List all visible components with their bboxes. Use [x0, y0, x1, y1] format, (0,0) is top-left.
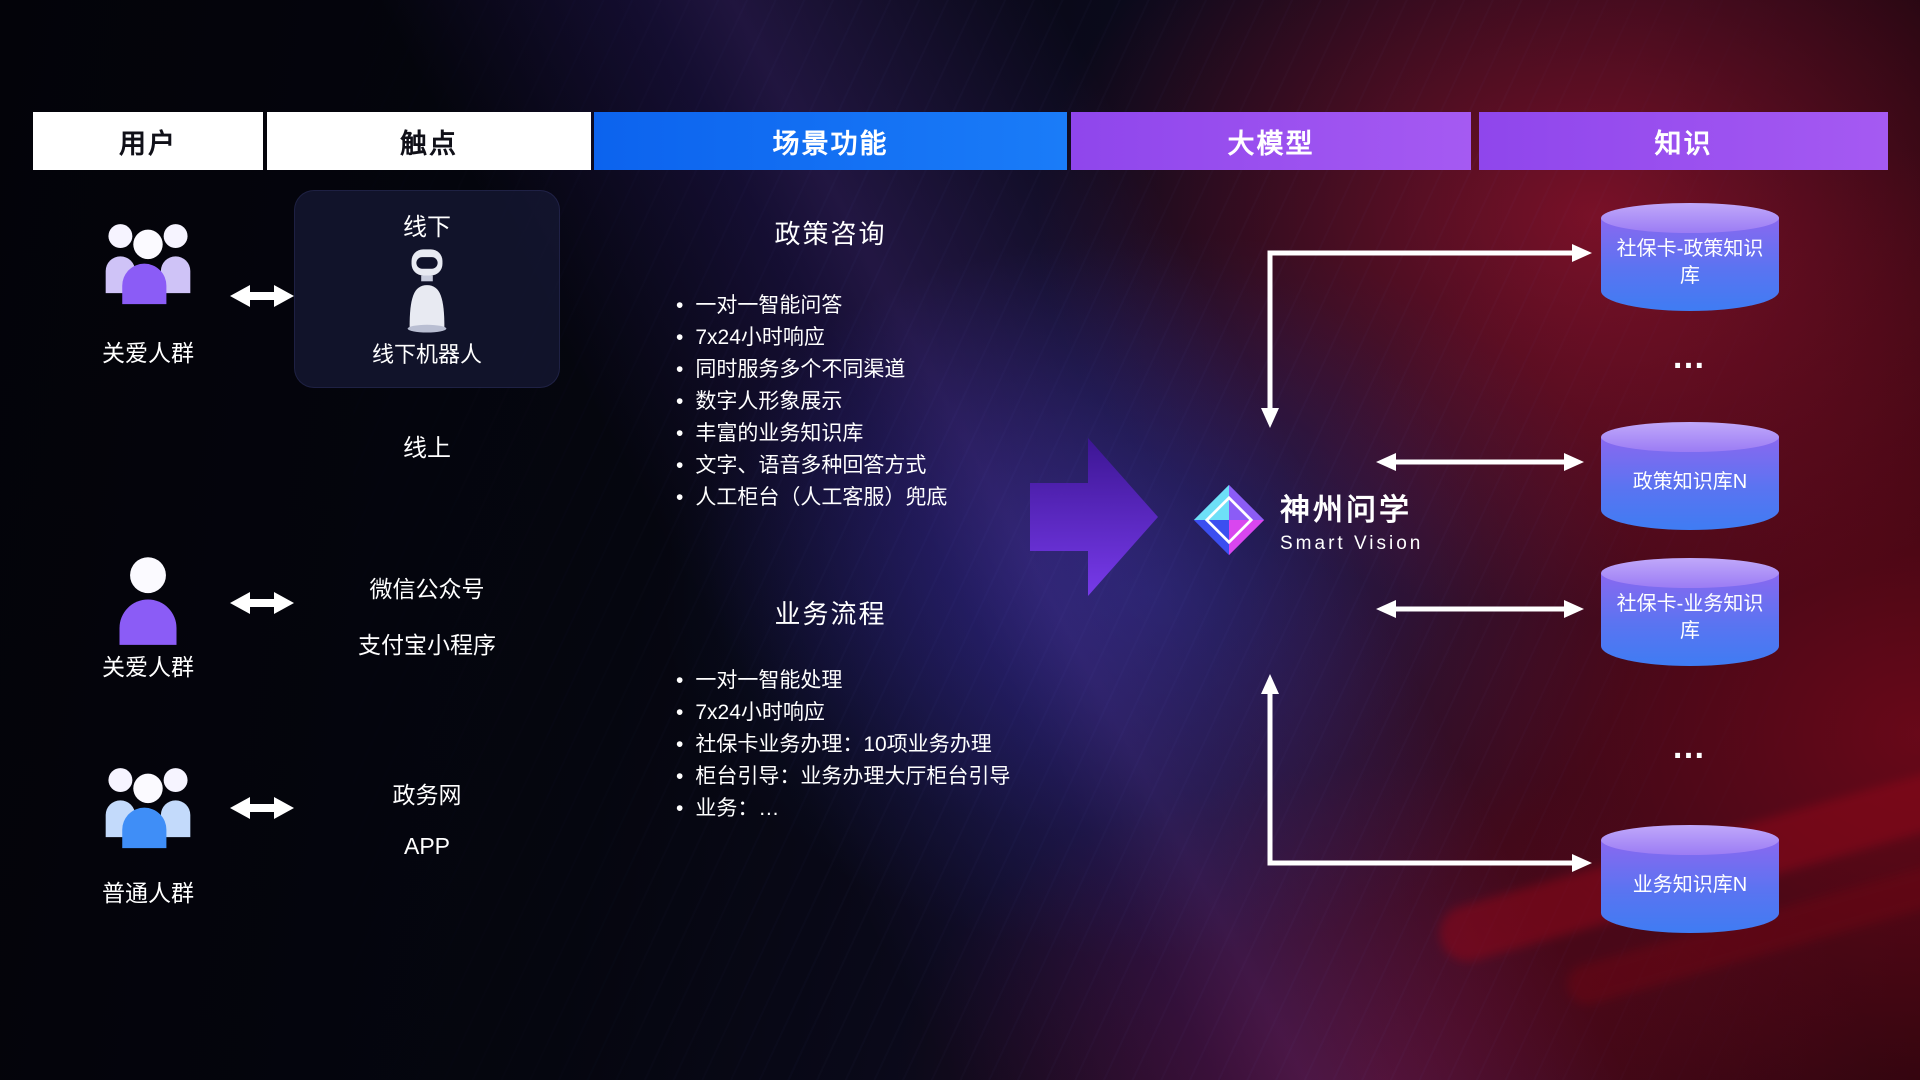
- bidirectional-arrow-icon: [230, 285, 294, 307]
- scenario-bullet-list: 一对一智能处理 7x24小时响应 社保卡业务办理：10项业务办理 柜台引导：业务…: [676, 665, 1076, 825]
- double-arrow-connector: [1376, 600, 1584, 618]
- column-header-knowledge: 知识: [1479, 112, 1888, 170]
- scenario-bullet: 人工柜台（人工客服）兜底: [676, 482, 1076, 514]
- user-label: 关爱人群: [102, 340, 194, 366]
- robot-icon: [407, 248, 447, 333]
- knowledge-db-label: 社保卡-政策知识库: [1616, 238, 1764, 287]
- smart-vision-logo: 神州问学 Smart Vision: [1192, 483, 1423, 557]
- logo-diamond-icon: [1193, 484, 1265, 556]
- knowledge-db-label: 业务知识库N: [1632, 873, 1748, 896]
- touchpoint-item: APP: [403, 833, 451, 859]
- cylinder-cap: [1601, 825, 1779, 855]
- user-label: 关爱人群: [102, 654, 194, 680]
- cylinder-body: [1601, 437, 1779, 530]
- scenario-bullet: 柜台引导：业务办理大厅柜台引导: [676, 761, 1076, 793]
- scenario-bullet: 文字、语音多种回答方式: [676, 450, 1076, 482]
- online-title: 线上: [403, 435, 451, 462]
- knowledge-db-label: 社保卡-业务知识库: [1616, 593, 1764, 642]
- scenario-bullet: 一对一智能问答: [676, 290, 1076, 322]
- flow-arrow-icon: [1030, 438, 1158, 596]
- scenario-bullet: 同时服务多个不同渠道: [676, 354, 1076, 386]
- cylinder-cap: [1601, 558, 1779, 588]
- cylinder-body: [1601, 573, 1779, 666]
- column-header-llm: 大模型: [1071, 112, 1471, 170]
- offline-touchpoint-card: 线下 线下机器人: [294, 190, 560, 388]
- bidirectional-arrow-icon: [230, 797, 294, 819]
- users-group-icon: [105, 224, 191, 305]
- logo-subtitle: Smart Vision: [1280, 533, 1424, 554]
- scenario-bullet: 社保卡业务办理：10项业务办理: [676, 729, 1076, 761]
- offline-title: 线下: [403, 214, 451, 241]
- double-arrow-connector: [1376, 453, 1584, 471]
- knowledge-db-cylinder: 政策知识库N: [1601, 422, 1779, 530]
- touchpoint-item: 政务网: [392, 782, 462, 808]
- scenario-bullet-list: 一对一智能问答 7x24小时响应 同时服务多个不同渠道 数字人形象展示 丰富的业…: [676, 290, 1076, 514]
- scenario-bullet: 一对一智能处理: [676, 665, 1076, 697]
- touchpoint-item: 微信公众号: [369, 576, 485, 602]
- column-header-touchpoints: 触点: [267, 112, 591, 170]
- scenario-title: 政策咨询: [774, 219, 887, 249]
- column-header-users: 用户: [33, 112, 263, 170]
- knowledge-db-cylinder: 业务知识库N: [1601, 825, 1779, 933]
- scenario-bullet: 数字人形象展示: [676, 386, 1076, 418]
- knowledge-db-cylinder: 社保卡-业务知识库: [1601, 558, 1779, 666]
- cylinder-body: [1601, 218, 1779, 311]
- ellipsis-more: …: [1671, 728, 1709, 766]
- scenario-bullet: 7x24小时响应: [676, 697, 1076, 729]
- cylinder-cap: [1601, 203, 1779, 233]
- column-header-scenarios: 场景功能: [594, 112, 1067, 170]
- knowledge-db-cylinder: 社保卡-政策知识库: [1601, 203, 1779, 311]
- elbow-connector-arrow: [1261, 244, 1592, 428]
- cylinder-cap: [1601, 422, 1779, 452]
- touchpoint-item: 支付宝小程序: [358, 632, 496, 658]
- scenario-bullet: 7x24小时响应: [676, 322, 1076, 354]
- scenario-title: 业务流程: [774, 599, 887, 629]
- logo-name: 神州问学: [1280, 494, 1412, 527]
- scenario-bullet: 丰富的业务知识库: [676, 418, 1076, 450]
- users-group-icon: [105, 768, 191, 849]
- offline-robot-label: 线下机器人: [371, 342, 482, 367]
- scenario-bullet: 业务：…: [676, 793, 1076, 825]
- knowledge-db-label: 政策知识库N: [1632, 470, 1748, 493]
- cylinder-body: [1601, 840, 1779, 933]
- bidirectional-arrow-icon: [230, 592, 294, 614]
- elbow-connector-arrow: [1261, 674, 1592, 872]
- user-person-icon: [119, 557, 177, 645]
- ellipsis-more: …: [1671, 338, 1709, 376]
- user-label: 普通人群: [102, 880, 194, 906]
